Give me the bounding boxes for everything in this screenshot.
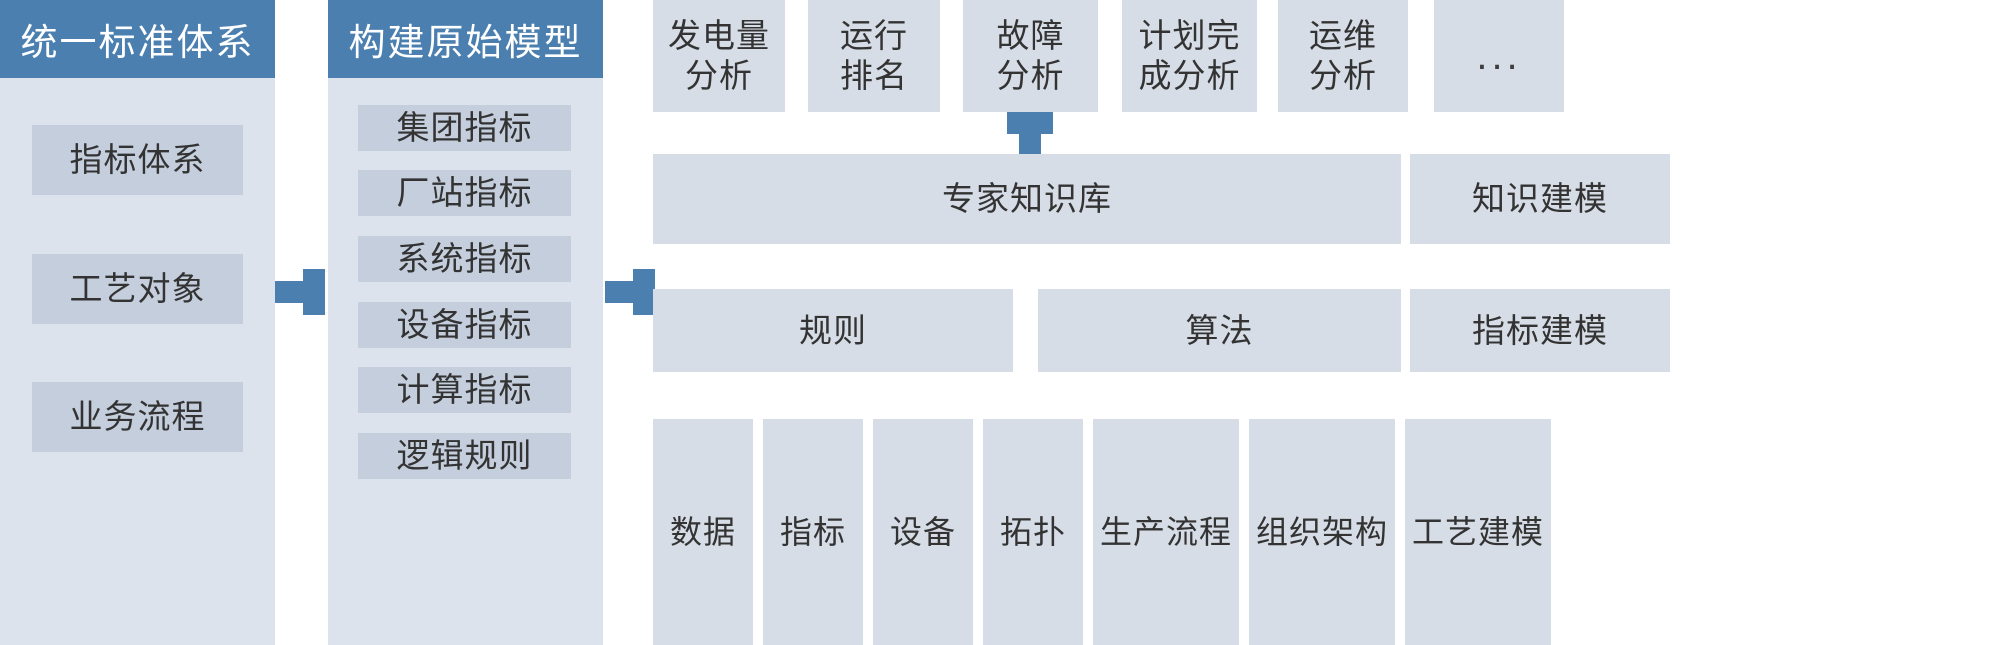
base-card-3[interactable]: 拓扑 <box>983 419 1083 645</box>
standards-item-2[interactable]: 业务流程 <box>32 382 243 452</box>
analysis-card-3[interactable]: 计划完 成分析 <box>1122 0 1257 112</box>
knowledge-modeling-card[interactable]: 知识建模 <box>1410 154 1670 244</box>
base-card-2[interactable]: 设备 <box>873 419 973 645</box>
model-item-0[interactable]: 集团指标 <box>358 105 571 151</box>
model-column-panel <box>328 78 603 645</box>
base-card-4[interactable]: 生产流程 <box>1093 419 1239 645</box>
indicator-modeling-card[interactable]: 指标建模 <box>1410 289 1670 372</box>
base-card-5[interactable]: 组织架构 <box>1249 419 1395 645</box>
analysis-card-more[interactable]: ... <box>1434 0 1564 112</box>
model-item-4[interactable]: 计算指标 <box>358 367 571 413</box>
model-item-1[interactable]: 厂站指标 <box>358 170 571 216</box>
analysis-card-4[interactable]: 运维 分析 <box>1278 0 1408 112</box>
connector-standards-to-model-icon <box>275 269 325 315</box>
standards-item-0[interactable]: 指标体系 <box>32 125 243 195</box>
model-column-header: 构建原始模型 <box>328 0 603 78</box>
connector-fault-to-knowledge-icon <box>1007 112 1053 156</box>
analysis-card-0[interactable]: 发电量 分析 <box>653 0 785 112</box>
rule-card[interactable]: 规则 <box>653 289 1013 372</box>
base-card-6[interactable]: 工艺建模 <box>1405 419 1551 645</box>
base-card-1[interactable]: 指标 <box>763 419 863 645</box>
algorithm-card[interactable]: 算法 <box>1038 289 1401 372</box>
analysis-card-1[interactable]: 运行 排名 <box>808 0 940 112</box>
model-item-5[interactable]: 逻辑规则 <box>358 433 571 479</box>
connector-model-to-knowledge-icon <box>605 269 655 315</box>
base-card-0[interactable]: 数据 <box>653 419 753 645</box>
model-item-2[interactable]: 系统指标 <box>358 236 571 282</box>
analysis-card-2[interactable]: 故障 分析 <box>963 0 1098 112</box>
model-item-3[interactable]: 设备指标 <box>358 302 571 348</box>
expert-knowledge-base-card[interactable]: 专家知识库 <box>653 154 1401 244</box>
standards-item-1[interactable]: 工艺对象 <box>32 254 243 324</box>
standards-column-header: 统一标准体系 <box>0 0 275 78</box>
